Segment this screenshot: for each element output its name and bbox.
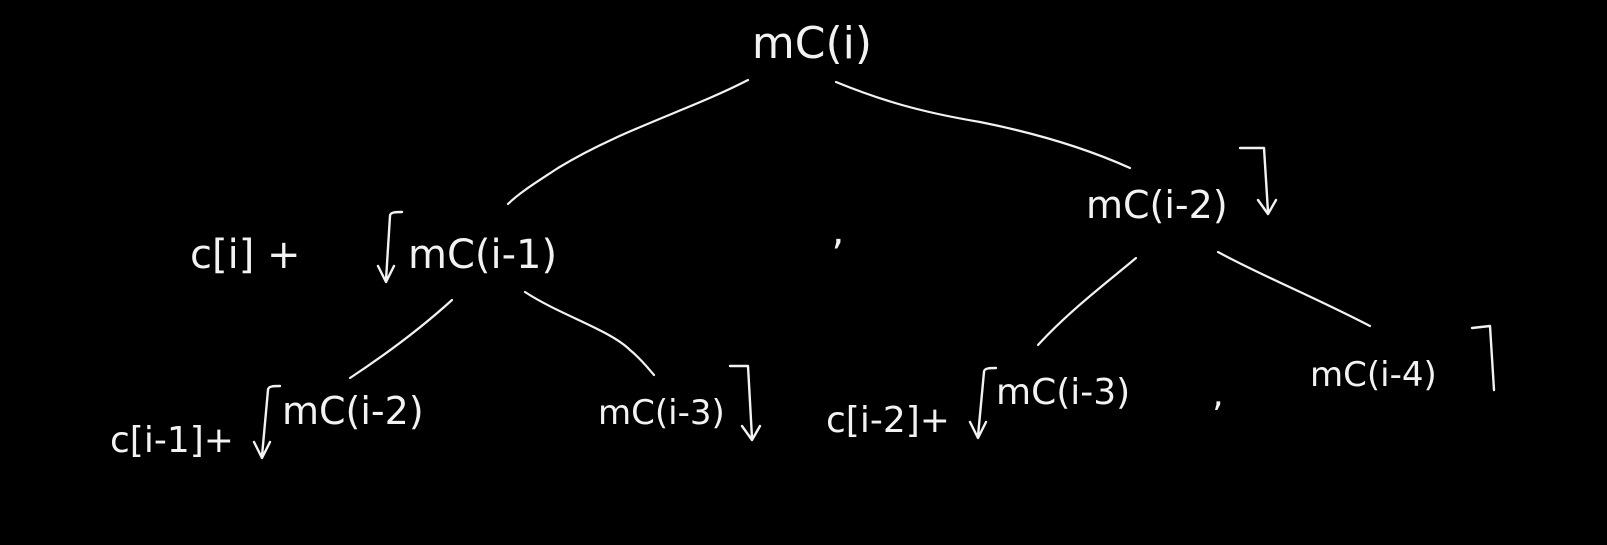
left-prefix: c[i] + [190, 232, 301, 278]
right-node: mC(i-2) [1086, 183, 1228, 227]
edge-right-to-right-right [1216, 250, 1372, 328]
root-node: mC(i) [752, 18, 872, 69]
bracket-icon [1470, 324, 1496, 392]
down-arrow-icon [376, 210, 404, 284]
separator-comma: , [832, 208, 845, 254]
down-arrow-icon [252, 384, 282, 460]
left-left-prefix: c[i-1]+ [110, 420, 234, 461]
left-right-node: mC(i-3) [598, 393, 725, 433]
right-right-node: mC(i-4) [1310, 355, 1437, 395]
edge-left-to-left-left [348, 298, 454, 380]
right-left-node: mC(i-3) [996, 372, 1130, 413]
edge-right-to-right-left [1036, 256, 1138, 347]
left-left-node: mC(i-2) [282, 389, 424, 433]
down-arrow-icon [968, 366, 998, 440]
edge-left-to-left-right [523, 290, 656, 377]
bracket-down-arrow-icon [1238, 146, 1278, 216]
left-node: mC(i-1) [408, 232, 557, 278]
bracket-down-arrow-icon [728, 364, 762, 442]
right-left-prefix: c[i-2]+ [826, 400, 950, 441]
edge-root-to-left [506, 78, 750, 206]
lower-separator-comma: , [1212, 374, 1223, 415]
edge-root-to-right [834, 80, 1132, 170]
